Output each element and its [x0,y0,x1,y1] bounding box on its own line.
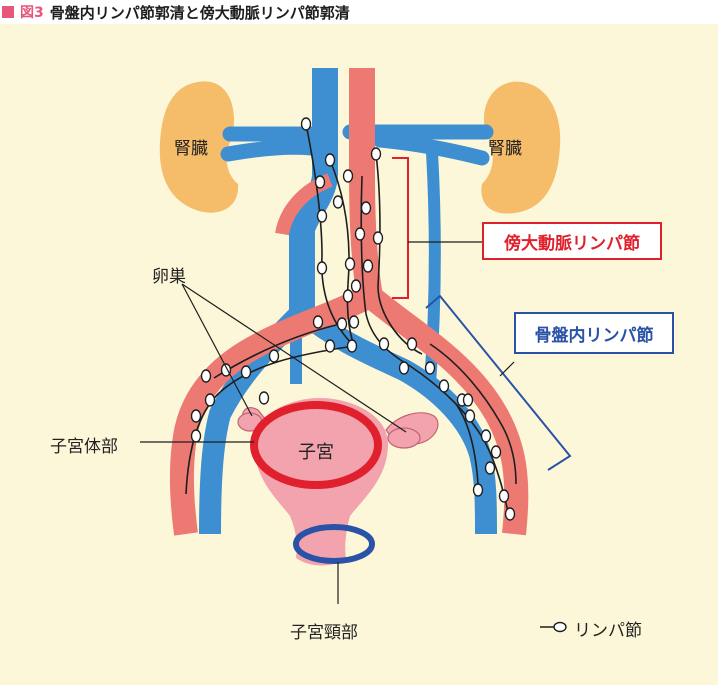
uterus-label: 子宮 [298,442,334,463]
figure-number: 図3 [20,5,44,21]
lymph-node [200,369,212,383]
right-adnexa [385,412,439,449]
lymph-node [342,289,354,303]
figure-title-bar: 図3 骨盤内リンパ節郭清と傍大動脈リンパ節郭清 [0,0,350,24]
para-aortic-bracket [392,157,409,299]
cervix-ring [293,524,375,564]
lymph-node [348,315,360,329]
lymph-node [220,363,232,377]
ovary-label: 卵巣 [152,267,186,287]
lymph-node [312,315,324,329]
lymph-node [332,195,344,209]
lymph-node [300,117,312,131]
lymph-node [350,279,362,293]
lymph-node [406,337,418,351]
lymph-node [464,409,476,423]
uterine-body-label: 子宮体部 [50,437,118,457]
lymph-node [316,209,328,223]
lymph-node [204,393,216,407]
lymph-node [354,227,366,241]
title-marker [2,6,14,18]
lymph-node [342,169,354,183]
lymph-node [314,175,326,189]
legend-node-symbol [540,621,567,633]
figure-title: 骨盤内リンパ節郭清と傍大動脈リンパ節郭清 [49,3,350,22]
pelvic-label-box: 骨盤内リンパ節 [514,312,674,354]
anatomy-illustration [0,24,718,685]
lymph-node [462,393,474,407]
lymph-node [346,339,358,353]
para-aortic-label-box: 傍大動脈リンパ節 [482,222,662,260]
uterine-body-ring [250,401,382,489]
legend-label: リンパ節 [574,621,642,641]
lymph-node [360,201,372,215]
lymph-node [190,409,202,423]
lymph-node [372,231,384,245]
lymph-node [370,147,382,161]
lymph-node [398,361,410,375]
lymph-node [378,337,390,351]
lymph-node [258,391,270,405]
vena-cava [289,68,338,314]
lymph-node [472,483,484,497]
lymph-node [336,317,348,331]
pelvic-leader [499,361,515,377]
lymph-node [480,429,492,443]
diagram-panel: 腎臓 腎臓 傍大動脈リンパ節 骨盤内リンパ節 卵巣 子宮体部 子宮 子宮頸部 リ… [0,24,718,685]
right-kidney [481,81,561,214]
right-kidney-label: 腎臓 [488,139,522,159]
left-kidney [159,81,239,213]
ovary-leaders [181,283,407,433]
lymph-node [268,349,280,363]
lymph-node [344,257,356,271]
lymph-nodes [190,117,516,521]
lymph-node [316,261,328,275]
lymph-node [362,259,374,273]
para-aortic-label: 傍大動脈リンパ節 [504,233,640,254]
lymph-node [498,489,510,503]
pelvic-bracket [425,294,572,471]
pelvic-label: 骨盤内リンパ節 [534,325,654,346]
left-kidney-label: 腎臓 [174,139,208,159]
lymph-node [324,339,336,353]
lymph-node [240,365,252,379]
lymph-node [424,361,436,375]
lymph-node [484,461,496,475]
lymph-node [438,379,450,393]
cervix-label: 子宮頸部 [290,623,358,643]
lymph-node [490,445,502,459]
lymph-node [190,429,202,443]
lymph-node [504,507,516,521]
lymph-node [324,153,336,167]
